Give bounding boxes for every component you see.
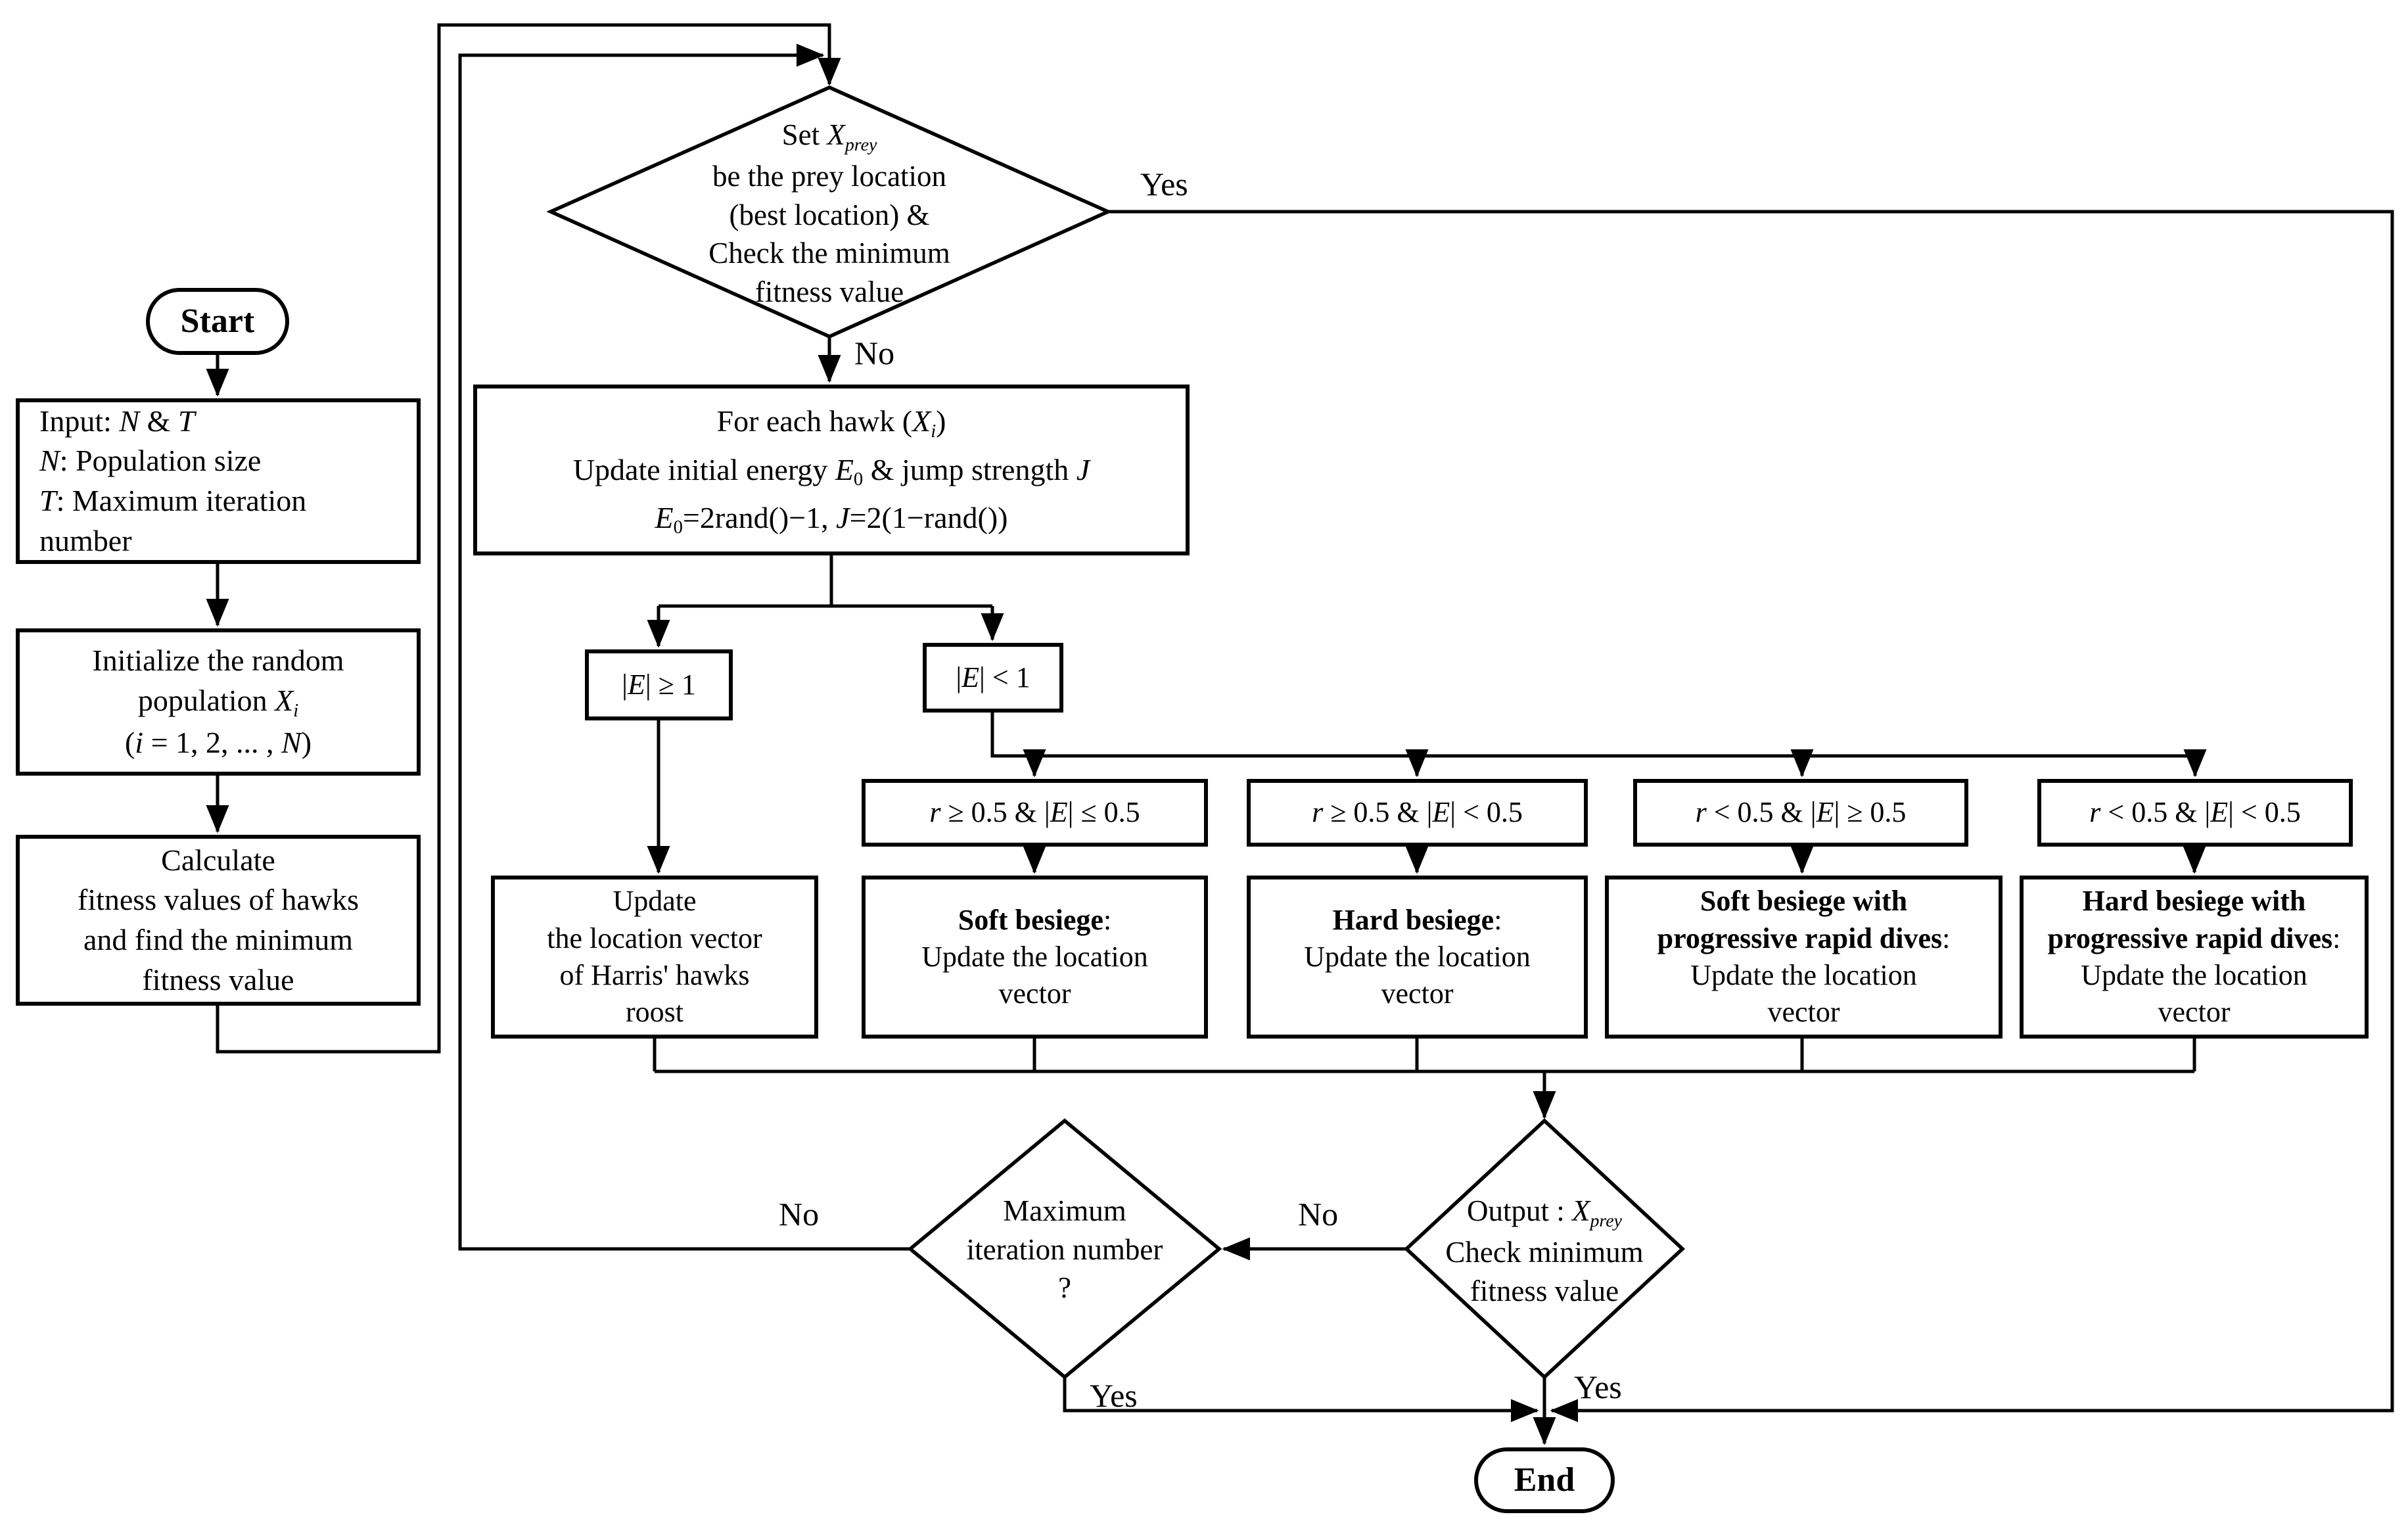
maxiter-line-3: ? xyxy=(1058,1271,1071,1304)
e-lt-1-box: |E| < 1 xyxy=(923,643,1063,713)
prey-line-4: Check the minimum xyxy=(708,237,950,270)
soft-dives-line-2: vector xyxy=(1767,996,1840,1029)
yes-label-maxiter: Yes xyxy=(1090,1377,1138,1414)
maxiter-decision-text: Maximum iteration number ? xyxy=(917,1192,1213,1307)
yes-label-top: Yes xyxy=(1140,166,1188,202)
action-soft-besiege-dives-box: Soft besiege with progressive rapid dive… xyxy=(1605,876,2003,1039)
input-line-1: Input: N & T xyxy=(39,404,195,438)
output-line-3: fitness value xyxy=(1470,1274,1619,1307)
input-line-3: T: Maximum iteration xyxy=(39,484,307,517)
roost-line-1: Update xyxy=(613,885,697,918)
condition-hard-besiege-dives: r < 0.5 & |E| < 0.5 xyxy=(2037,779,2353,847)
no-label-output: No xyxy=(1298,1196,1339,1232)
output-line-2: Check minimum xyxy=(1445,1236,1644,1269)
hard-dives-title-1: Hard besiege with xyxy=(2082,885,2306,918)
soft-line-2: vector xyxy=(998,977,1071,1010)
action-hard-besiege-dives-box: Hard besiege with progressive rapid dive… xyxy=(2020,876,2369,1039)
output-line-1: Output : Xprey xyxy=(1466,1194,1623,1231)
initialize-line-2: population Xi xyxy=(137,683,299,721)
prey-line-2: be the prey location xyxy=(712,160,947,193)
yes-label-output: Yes xyxy=(1574,1369,1622,1405)
roost-line-3: of Harris' hawks xyxy=(559,959,750,991)
prey-line-5: fitness value xyxy=(754,275,904,308)
condition-soft-besiege-dives: r < 0.5 & |E| ≥ 0.5 xyxy=(1633,779,1968,847)
calculate-line-3: and find the minimum xyxy=(83,923,354,956)
output-decision-text: Output : Xprey Check minimum fitness val… xyxy=(1403,1192,1686,1310)
condition-soft-besiege: r ≥ 0.5 & |E| ≤ 0.5 xyxy=(862,779,1208,847)
hard-line-1: Update the location xyxy=(1304,940,1531,973)
condition-4-text: r < 0.5 & |E| < 0.5 xyxy=(2089,796,2301,829)
calculate-line-2: fitness values of hawks xyxy=(78,883,359,917)
condition-3-text: r < 0.5 & |E| ≥ 0.5 xyxy=(1695,796,1907,829)
e-ge-1-box: |E| ≥ 1 xyxy=(585,649,733,720)
e-ge-1-text: |E| ≥ 1 xyxy=(622,668,696,701)
initialize-line-3: (i = 1, 2, ... , N) xyxy=(124,726,312,760)
condition-hard-besiege: r ≥ 0.5 & |E| < 0.5 xyxy=(1247,779,1588,847)
calculate-box: Calculate fitness values of hawks and fi… xyxy=(16,835,421,1006)
hard-title: Hard besiege: xyxy=(1332,903,1502,936)
output-decision-diamond xyxy=(1403,1118,1686,1380)
initialize-line-1: Initialize the random xyxy=(92,643,344,677)
hard-dives-title-2: progressive rapid dives: xyxy=(2047,922,2341,954)
prey-line-3: (best location) & xyxy=(729,198,930,231)
roost-line-2: the location vector xyxy=(547,922,762,954)
foreach-line-1: For each hawk (Xi) xyxy=(716,404,946,442)
input-line-4: number xyxy=(39,523,132,557)
foreach-hawk-box: For each hawk (Xi) Update initial energy… xyxy=(473,385,1190,555)
soft-dives-title-2: progressive rapid dives: xyxy=(1657,922,1951,954)
hard-dives-line-2: vector xyxy=(2158,996,2231,1029)
soft-dives-line-1: Update the location xyxy=(1690,959,1917,991)
end-label: End xyxy=(1514,1461,1575,1499)
maxiter-line-1: Maximum xyxy=(1003,1194,1126,1227)
prey-decision-diamond xyxy=(546,85,1113,339)
start-terminal: Start xyxy=(146,288,289,355)
end-terminal: End xyxy=(1474,1447,1615,1513)
maxiter-line-2: iteration number xyxy=(966,1232,1163,1266)
maxiter-decision-diamond xyxy=(907,1118,1222,1380)
foreach-line-2: Update initial energy E0 & jump strength… xyxy=(572,452,1090,490)
prey-line-1: Set Xprey xyxy=(781,118,877,155)
condition-1-text: r ≥ 0.5 & |E| ≤ 0.5 xyxy=(929,796,1140,829)
no-label-maxiter: No xyxy=(779,1196,820,1232)
initialize-box: Initialize the random population Xi (i =… xyxy=(16,628,421,776)
soft-line-1: Update the location xyxy=(921,940,1148,973)
calculate-line-1: Calculate xyxy=(161,843,275,877)
prey-decision-text: Set Xprey be the prey location (best loc… xyxy=(626,116,1033,311)
foreach-line-3: E0=2rand()−1, J=2(1−rand()) xyxy=(655,501,1008,538)
calculate-line-4: fitness value xyxy=(142,962,294,996)
action-hard-besiege-box: Hard besiege: Update the location vector xyxy=(1247,876,1588,1039)
input-line-2: N: Population size xyxy=(39,444,262,478)
hard-line-2: vector xyxy=(1381,977,1454,1010)
action-soft-besiege-box: Soft besiege: Update the location vector xyxy=(862,876,1208,1039)
start-label: Start xyxy=(180,302,255,340)
input-box: Input: N & T N: Population size T: Maxim… xyxy=(16,398,421,564)
condition-2-text: r ≥ 0.5 & |E| < 0.5 xyxy=(1312,796,1523,829)
roost-line-4: roost xyxy=(626,996,683,1029)
soft-title: Soft besiege: xyxy=(958,903,1112,936)
e-lt-1-text: |E| < 1 xyxy=(956,661,1030,693)
hard-dives-line-1: Update the location xyxy=(2081,959,2307,991)
no-label-top: No xyxy=(854,335,895,371)
action-update-roost-box: Update the location vector of Harris' ha… xyxy=(491,876,818,1039)
soft-dives-title-1: Soft besiege with xyxy=(1700,885,1908,918)
